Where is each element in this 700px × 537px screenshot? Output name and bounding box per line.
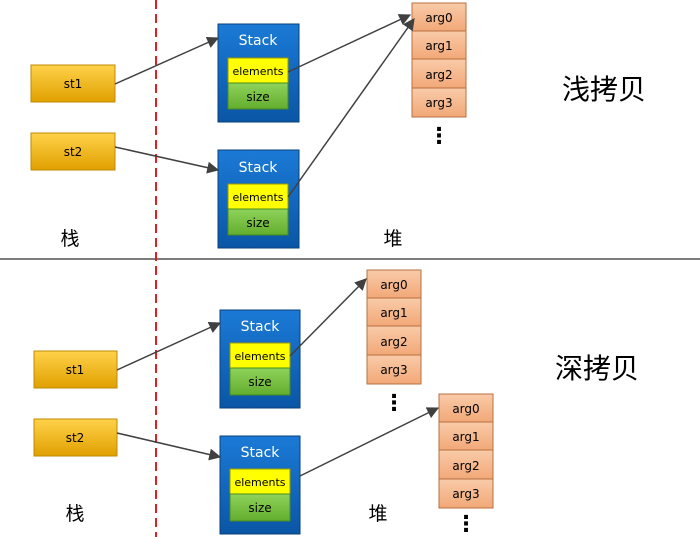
stack-title: Stack (241, 319, 281, 335)
elements-label: elements (232, 191, 283, 204)
elements-field (227, 183, 289, 210)
size-label: size (248, 501, 271, 515)
size-field (229, 493, 291, 522)
deep-copy-title: 深拷贝 (555, 352, 639, 385)
array-item: arg2 (380, 335, 407, 349)
variable-st2: st2 (33, 418, 118, 457)
heap-region-label: 堆 (383, 228, 402, 250)
array-item: arg3 (380, 363, 407, 377)
variable-st2: st2 (30, 132, 116, 171)
array-item: arg1 (452, 430, 479, 444)
stack-object: Stack elements size (219, 435, 301, 535)
elements-field (229, 468, 291, 495)
size-label: size (246, 90, 269, 104)
heap-array: arg0 arg1 arg2 arg3 ⋮ (411, 2, 467, 149)
stack-object: Stack elements size (219, 309, 301, 409)
array-ellipsis: ⋮ (455, 512, 477, 537)
pointer-arrow (287, 18, 415, 198)
shallow-copy-section: st1 st2 Stack elements size Stack elemen… (30, 2, 646, 250)
stack-object: Stack elements size (217, 23, 300, 123)
array-item: arg1 (425, 39, 452, 53)
pointer-arrow (287, 14, 412, 73)
array-item: arg3 (425, 96, 452, 110)
array-item: arg0 (425, 11, 452, 25)
pointer-arrow (299, 407, 440, 477)
variable-label: st2 (66, 431, 85, 445)
variable-st1: st1 (33, 350, 118, 389)
shallow-copy-title: 浅拷贝 (562, 73, 646, 106)
stack-region-label: 栈 (60, 228, 79, 250)
pointer-arrow (116, 432, 222, 461)
variable-st1: st1 (30, 64, 116, 103)
elements-field (227, 57, 289, 84)
stack-region-label: 栈 (65, 503, 84, 525)
elements-label: elements (234, 476, 285, 489)
elements-label: elements (232, 65, 283, 78)
elements-label: elements (234, 350, 285, 363)
pointer-arrow (289, 278, 367, 357)
stack-title: Stack (239, 33, 279, 49)
size-field (229, 367, 291, 396)
array-item: arg2 (425, 68, 452, 82)
heap-array: arg0 arg1 arg2 arg3 ⋮ (366, 269, 422, 416)
pointer-arrow (114, 36, 220, 85)
variable-label: st1 (64, 77, 83, 91)
pointer-arrow (116, 322, 222, 371)
size-label: size (248, 375, 271, 389)
size-label: size (246, 216, 269, 230)
size-field (227, 82, 289, 110)
heap-region-label: 堆 (368, 503, 387, 525)
stack-title: Stack (241, 445, 281, 461)
heap-array: arg0 arg1 arg2 arg3 ⋮ (438, 393, 494, 537)
array-ellipsis: ⋮ (428, 124, 450, 149)
deep-copy-section: st1 st2 Stack elements size Stack elemen… (33, 269, 639, 537)
array-item: arg3 (452, 487, 479, 501)
array-item: arg0 (380, 278, 407, 292)
size-field (227, 208, 289, 236)
array-item: arg0 (452, 402, 479, 416)
stack-object: Stack elements size (217, 149, 300, 249)
array-item: arg2 (452, 459, 479, 473)
stack-title: Stack (239, 160, 279, 176)
variable-label: st2 (64, 145, 83, 159)
pointer-arrow (114, 146, 220, 174)
variable-label: st1 (66, 363, 85, 377)
array-ellipsis: ⋮ (383, 391, 405, 416)
array-item: arg1 (380, 306, 407, 320)
